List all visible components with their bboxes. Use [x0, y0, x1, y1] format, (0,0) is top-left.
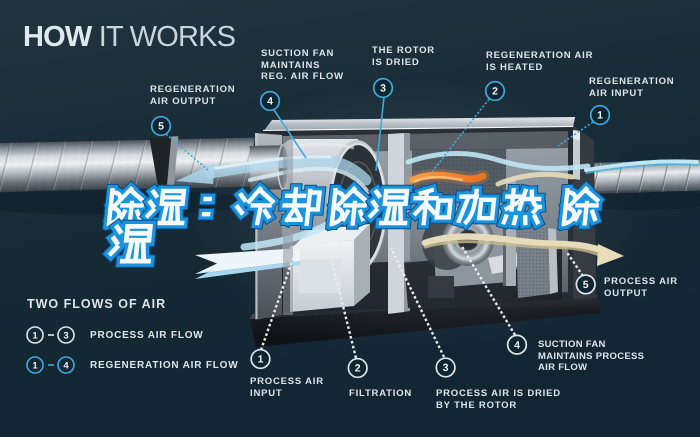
svg-text:4: 4 — [267, 96, 273, 108]
svg-text:4: 4 — [63, 360, 69, 371]
svg-text:3: 3 — [63, 330, 68, 341]
svg-text:2: 2 — [355, 363, 361, 375]
svg-text:1: 1 — [32, 330, 38, 341]
svg-text:1: 1 — [258, 354, 264, 366]
svg-text:5: 5 — [583, 279, 589, 291]
svg-text:1: 1 — [32, 360, 38, 371]
svg-text:2: 2 — [492, 86, 498, 98]
svg-text:3: 3 — [443, 362, 449, 374]
svg-text:1: 1 — [597, 110, 603, 122]
svg-text:3: 3 — [380, 83, 386, 95]
svg-text:4: 4 — [514, 339, 520, 351]
svg-text:5: 5 — [158, 121, 164, 133]
